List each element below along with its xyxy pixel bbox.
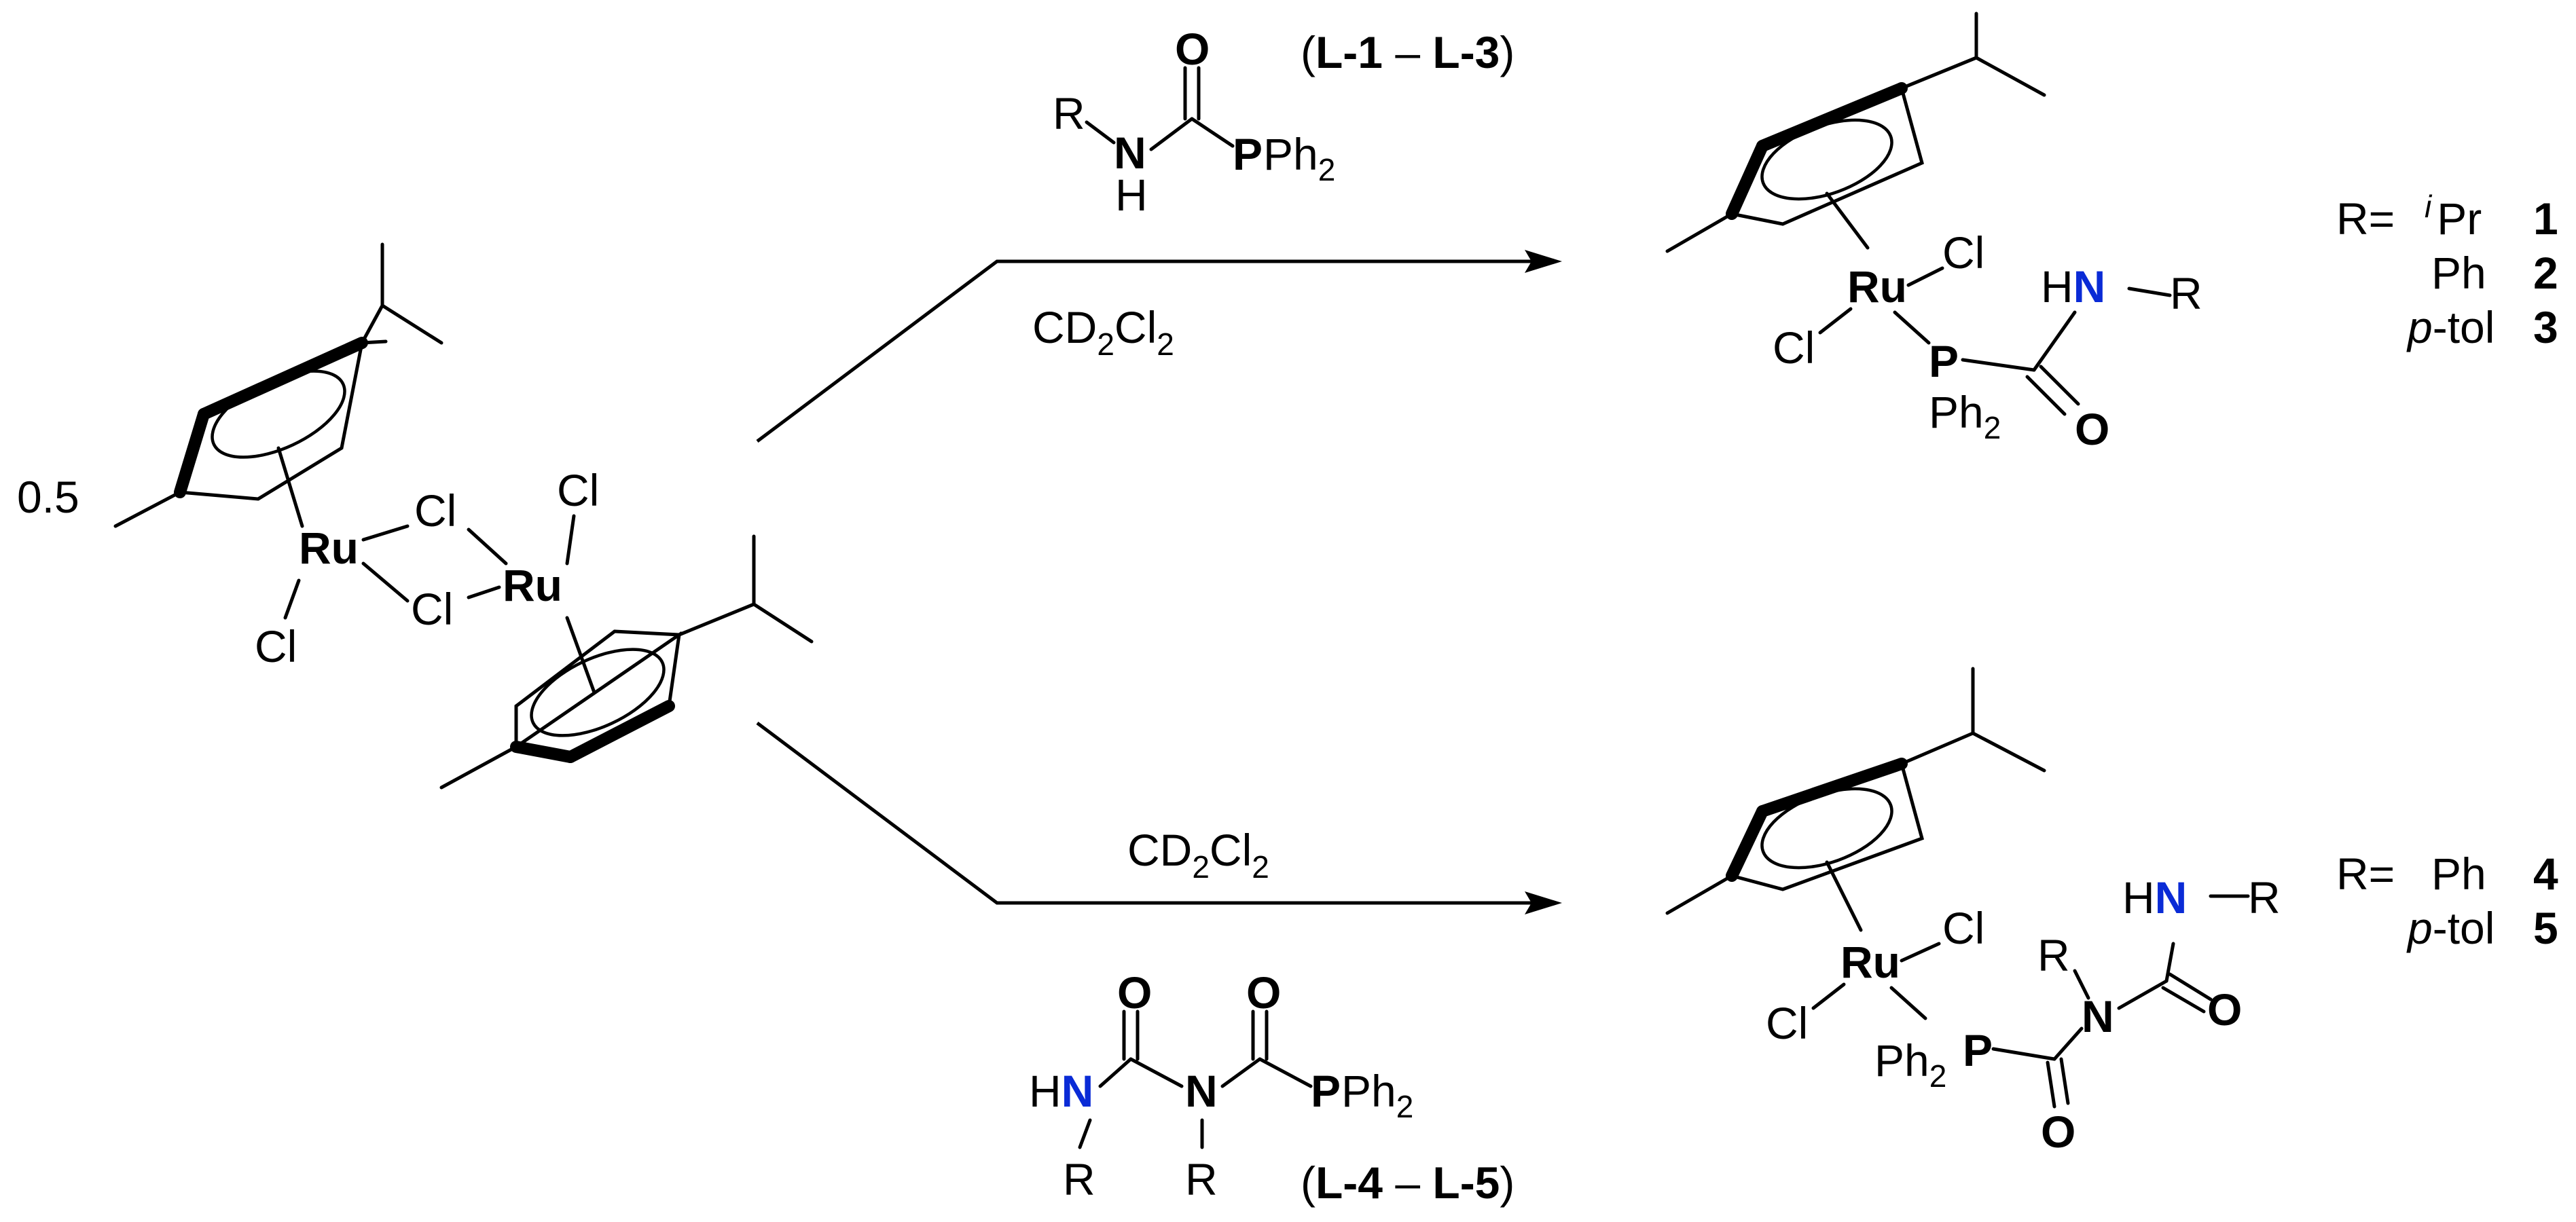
bottom-product-complex: Ru Cl Cl Ph2 P O N R O HN R [1665,667,2281,1157]
compound-number-1: 1 [2533,193,2558,244]
top-product-ph2: Ph2 [1929,387,2001,445]
bottom-product-o2: O [2207,984,2242,1035]
top-product-hn: HN [2041,261,2105,312]
top-ligand-o: O [1175,24,1210,74]
bottom-product-n: N [2082,991,2114,1041]
top-product-p-cymene [1665,12,2046,253]
bottom-ligand-structure: HN R O N R O P Ph2 [1029,967,1413,1204]
top-ligand-set-label: (L-1 – L-3) [1301,27,1514,77]
stoichiometry-label: 0.5 [17,472,79,522]
top-product-p: P [1929,336,1959,386]
ruthenium-atom-a: Ru [299,523,359,573]
substituent-key-bottom: R= Ph 4 p-tol 5 [2336,849,2558,953]
bottom-ligand-set-label: (L-4 – L-5) [1301,1158,1514,1208]
bottom-ligand-p: P [1311,1066,1341,1116]
top-ligand-n: N [1114,128,1146,178]
top-product-complex: Ru Cl Cl P Ph2 O HN R [1665,12,2202,454]
top-ligand-r: R [1053,88,1085,138]
chloride-bridge-a: Cl [414,485,456,536]
chloride-terminal-b: Cl [557,465,599,515]
bottom-ligand-n2: N [1185,1066,1218,1116]
upper-p-cymene-ring [113,242,443,528]
substituent-ptol-5: p-tol [2406,903,2495,953]
top-solvent-label: CD2Cl2 [1032,302,1174,362]
compound-number-3: 3 [2533,302,2558,352]
chloride-bridge-b: Cl [411,584,453,634]
substituent-ptol-3: p-tol [2406,302,2495,352]
top-product-o: O [2075,404,2109,454]
svg-text:CD2Cl2: CD2Cl2 [1127,825,1269,885]
bottom-ligand-hn: HN [1029,1066,1093,1116]
lower-p-cymene-ring [439,534,814,790]
compound-number-2: 2 [2533,248,2558,298]
bottom-product-p-cymene [1665,667,2046,932]
bottom-ligand-ph2: Ph2 [1341,1066,1413,1124]
bottom-product-hn: HN [2122,872,2187,923]
substituent-key-bottom-prefix: R= [2336,849,2395,899]
top-product-cl-a: Cl [1942,227,1984,278]
substituent-ph-2: Ph [2431,248,2486,298]
bottom-solvent-label: CD2Cl2 [1127,825,1269,885]
compound-number-4: 4 [2533,849,2558,899]
chloride-terminal-a: Cl [255,621,297,671]
ruthenium-atom-b: Ru [503,560,562,610]
bottom-ligand-o2: O [1246,967,1281,1018]
top-product-ru: Ru [1847,261,1907,312]
bottom-ligand-o1: O [1117,967,1152,1018]
ruthenium-dimer-reactant: 0.5 Ru Cl Cl Cl Ru Cl [17,242,814,790]
top-ligand-ph2: Ph2 [1263,129,1335,187]
top-ligand-structure: R N H O P Ph2 [1053,24,1335,220]
substituent-key-top-prefix: R= [2336,193,2395,244]
bottom-product-r1: R [2037,930,2070,980]
bottom-product-ph2: Ph2 [1874,1035,1946,1094]
bottom-product-o1: O [2041,1107,2075,1157]
top-ligand-p: P [1233,129,1263,179]
bottom-ligand-r2: R [1185,1154,1218,1204]
bottom-product-ru: Ru [1840,937,1900,987]
bottom-ligand-r1: R [1063,1154,1095,1204]
compound-number-5: 5 [2533,903,2558,953]
bottom-product-r2: R [2248,872,2281,923]
svg-text:(L-1 – L-3): (L-1 – L-3) [1301,27,1514,77]
bottom-product-p: P [1963,1025,1993,1075]
top-product-cl-b: Cl [1773,322,1815,373]
bottom-product-cl-a: Cl [1942,903,1984,953]
svg-text:CD2Cl2: CD2Cl2 [1032,302,1174,362]
svg-text:(L-4 – L-5): (L-4 – L-5) [1301,1158,1514,1208]
bottom-reaction-arrow [756,722,1562,914]
top-product-r: R [2170,268,2202,318]
substituent-ph-4: Ph [2431,849,2486,899]
top-reaction-arrow [756,250,1562,443]
top-ligand-nh-h: H [1115,170,1148,220]
bottom-product-cl-b: Cl [1766,998,1808,1048]
